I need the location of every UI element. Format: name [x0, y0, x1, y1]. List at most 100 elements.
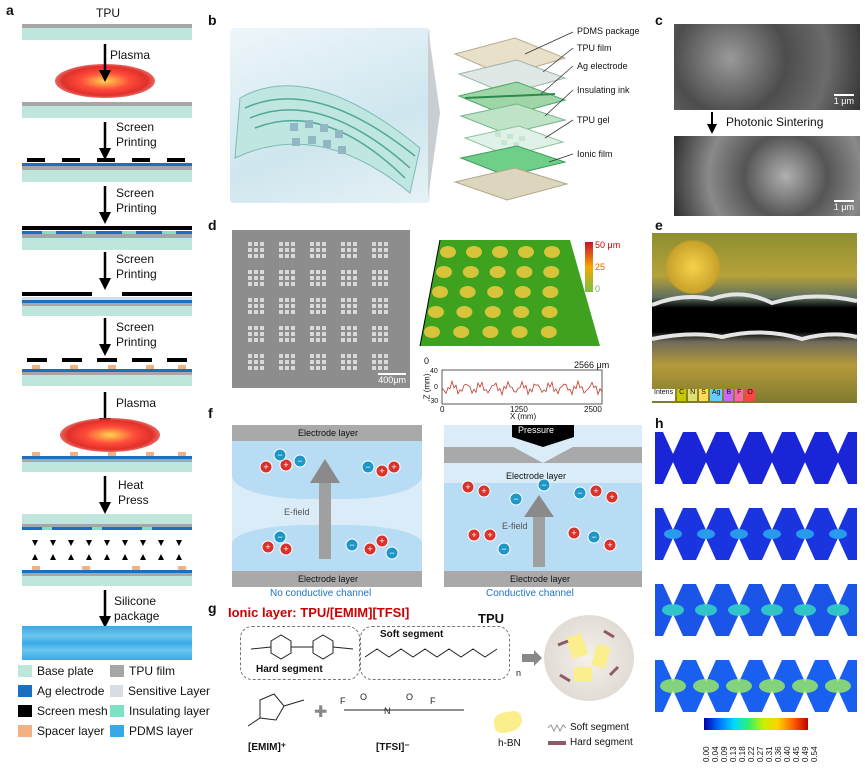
e-field-arrow-right — [524, 495, 554, 567]
eds-mapping-image: Intens C N S Ag B F O — [651, 233, 858, 403]
cation-icon — [605, 490, 619, 504]
anion-icon — [273, 530, 287, 544]
svg-text:+: + — [609, 492, 614, 502]
cation-icon — [477, 484, 491, 498]
micro-pillar — [279, 298, 295, 314]
zoom-wedge — [428, 28, 440, 198]
layer-label-ionic-film: Ionic film — [577, 149, 613, 159]
layer-label-pdms-package: PDMS package — [577, 26, 640, 36]
pressure-arrow-tip — [512, 437, 574, 447]
arrow-right-icon — [522, 650, 542, 666]
hbn-label: h-BN — [498, 738, 521, 749]
panel-label-f: f — [208, 405, 213, 421]
cation-icon — [259, 460, 273, 474]
cation-icon — [589, 484, 603, 498]
tpu-label: TPU — [96, 6, 120, 20]
cation-icon — [461, 480, 475, 494]
electrode-layer-bottom-right — [444, 571, 642, 587]
profile-ylabel: Z (mm) — [422, 373, 432, 400]
topography-spot — [466, 246, 482, 258]
svg-text:+: + — [571, 528, 576, 538]
e-field-arrow — [310, 459, 340, 559]
profile-ytick-top: 40 — [430, 368, 438, 375]
cation-icon — [375, 464, 389, 478]
anion-icon — [497, 542, 511, 556]
legend-label: Base plate — [37, 664, 94, 678]
eds-legend-intens: Intens — [652, 389, 676, 401]
layer-insulating-ink — [459, 103, 567, 135]
topography-spot — [542, 286, 559, 298]
svg-text:−: − — [591, 532, 596, 542]
cation-icon — [603, 538, 617, 552]
fea-strain-map — [655, 584, 857, 636]
colorbar-tick: 0.09 — [720, 746, 729, 762]
stack-3 — [22, 158, 192, 187]
arrow-down-icon — [99, 44, 111, 82]
legend-label: Spacer layer — [37, 724, 105, 738]
svg-text:−: − — [365, 462, 370, 472]
profile-xtick-0: 0 — [440, 405, 445, 414]
stack-7 — [22, 452, 192, 477]
svg-text:+: + — [379, 466, 384, 476]
svg-text:+: + — [465, 482, 470, 492]
panel-label-e: e — [655, 217, 663, 233]
stack-1 — [22, 24, 192, 40]
legend-swatch — [18, 705, 32, 717]
electrode-top-label-right: Electrode layer — [506, 471, 567, 481]
profile-ytick-mid: 0 — [434, 384, 438, 391]
electrode-layer-top — [232, 425, 422, 441]
micro-pillar — [248, 354, 264, 370]
micro-pillar — [248, 298, 264, 314]
panel-label-b: b — [208, 12, 217, 28]
legend-swatch — [110, 725, 124, 737]
fea-strain-maps — [655, 432, 857, 714]
svg-text:+: + — [283, 460, 288, 470]
photonic-sintering-label: Photonic Sintering — [726, 115, 824, 129]
anion-icon — [537, 478, 551, 492]
micro-pillar — [372, 326, 388, 342]
svg-text:O: O — [406, 692, 413, 702]
svg-text:+: + — [593, 486, 598, 496]
scale-bar-bottom: 1 μm — [833, 200, 854, 212]
micro-pillar — [279, 242, 295, 258]
colorbar-tick: 0.13 — [729, 746, 738, 762]
micro-pillar — [248, 242, 264, 258]
legend-item: Base plate — [18, 664, 110, 678]
micro-pillar — [279, 354, 295, 370]
ion-symbols-left: ++−−−++++−−++− — [259, 448, 401, 560]
legend-label: Sensitive Layer — [127, 684, 210, 698]
legend-label: Ag electrode — [37, 684, 105, 698]
layer-label-ag-electrode: Ag electrode — [577, 61, 628, 71]
svg-text:+: + — [367, 544, 372, 554]
topography-spot — [516, 266, 533, 278]
soft-segment-label: Soft segment — [380, 629, 444, 640]
micro-pillar — [341, 242, 357, 258]
cation-icon — [375, 534, 389, 548]
topography-spot — [440, 246, 456, 258]
legend-label: Screen mesh — [37, 704, 108, 718]
svg-text:−: − — [297, 456, 302, 466]
composite-sphere — [544, 615, 634, 701]
legend-item: Screen mesh — [18, 704, 110, 718]
panel-f-left-schematic: Electrode layer E-field Electrode layer … — [232, 425, 422, 587]
electrode-bottom-label: Electrode layer — [298, 574, 359, 584]
svg-text:+: + — [265, 542, 270, 552]
profile-xtick-1: 1250 — [510, 405, 528, 414]
topography-spot — [424, 326, 440, 338]
anion-icon — [385, 546, 399, 560]
electrode-top-label: Electrode layer — [298, 428, 359, 438]
cation-icon — [279, 458, 293, 472]
svg-text:O: O — [360, 692, 367, 702]
soft-segment-box — [360, 626, 510, 680]
anion-icon — [509, 492, 523, 506]
panel-label-d: d — [208, 217, 217, 233]
step-3-label: Screen Printing — [116, 186, 157, 215]
legend-hard-segment: Hard segment — [570, 737, 633, 748]
topography-spot — [484, 306, 501, 318]
fea-strain-map — [655, 508, 857, 560]
fea-strain-map — [655, 660, 857, 712]
caption-conductive-channel: Conductive channel — [486, 588, 574, 599]
soft-segment-legend-icon — [547, 723, 567, 733]
micro-pillar — [372, 354, 388, 370]
panel-f-right-schematic: Pressure Electrode layer E-field Electro… — [444, 425, 642, 587]
